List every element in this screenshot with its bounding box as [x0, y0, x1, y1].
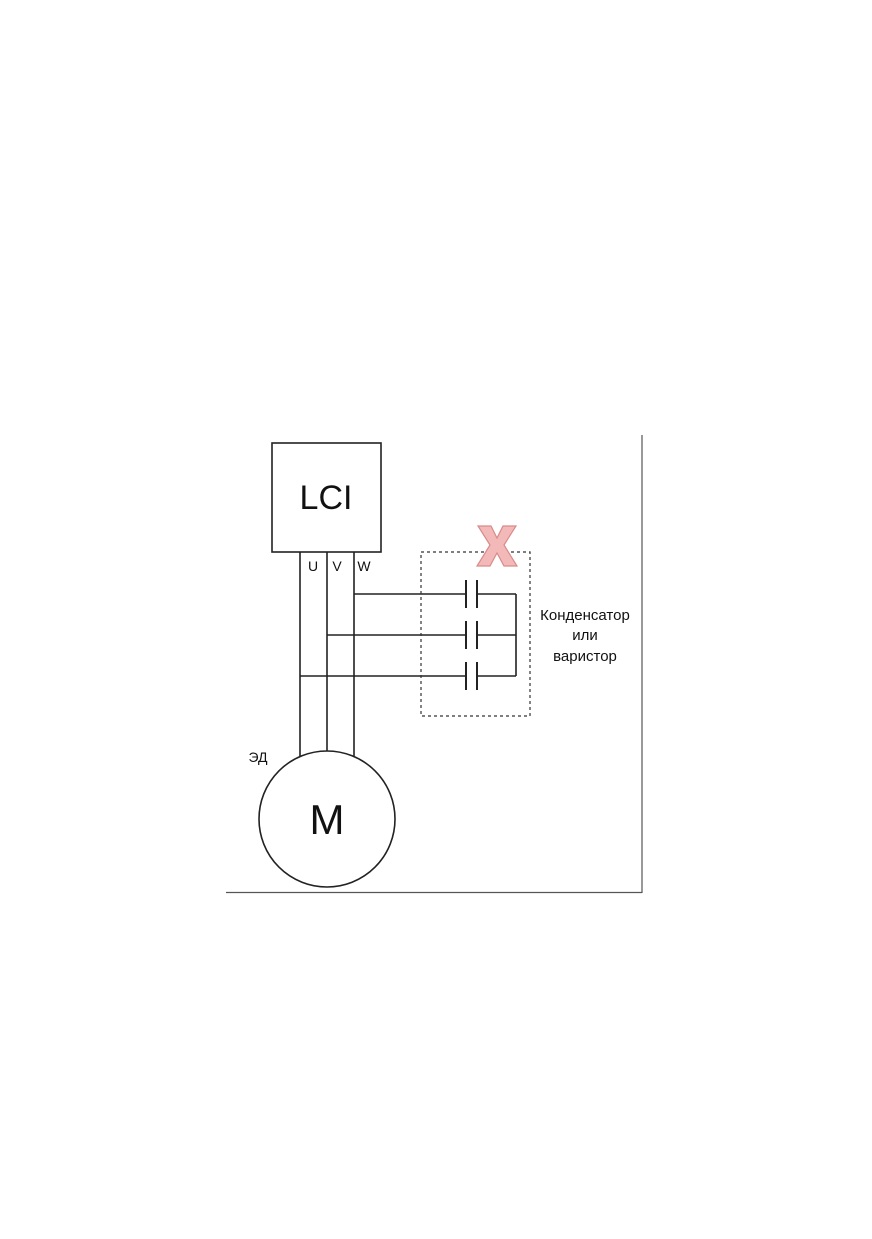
capacitor-3	[465, 662, 478, 690]
suppressor-label-line-3: варистор	[553, 648, 617, 665]
motor: M	[258, 750, 396, 888]
capacitor-2	[465, 621, 478, 649]
removed-x-mark	[475, 525, 519, 567]
suppressor-dashed-box	[420, 551, 531, 717]
motor-circle	[258, 750, 396, 888]
capacitor-1	[465, 580, 478, 608]
motor-symbol: M	[310, 796, 345, 843]
suppressor-label-line-2: или	[572, 627, 598, 644]
phase-label-v: V	[332, 558, 342, 574]
phase-label-u: U	[308, 558, 318, 574]
suppressor-label-line-1: Конденсатор	[540, 607, 630, 624]
phase-label-w: W	[357, 558, 371, 574]
suppressor-label: Конденсатор или варистор	[540, 607, 630, 665]
lci-converter-block: LCI	[271, 442, 382, 553]
lci-box	[271, 442, 382, 553]
lci-label: LCI	[300, 479, 353, 517]
motor-designation: ЭД	[248, 749, 268, 765]
